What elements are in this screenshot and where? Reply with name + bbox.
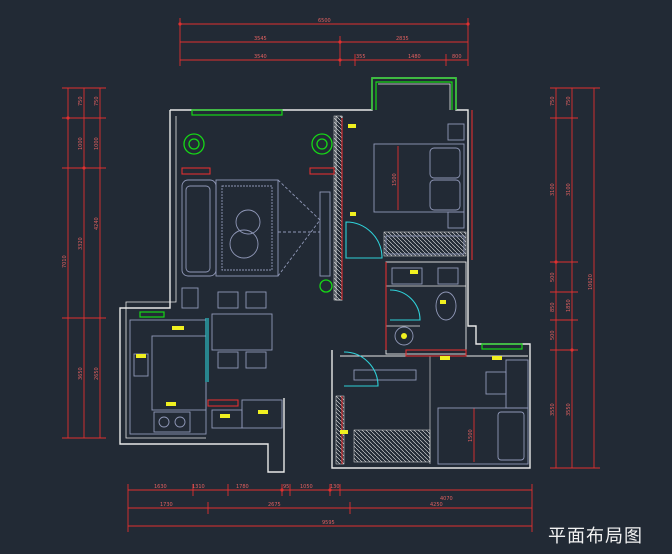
dim-bottom-total: 9595 (322, 520, 335, 526)
dim-left-b3: 4240 (94, 217, 100, 230)
dim-left-a4: 3650 (78, 367, 84, 380)
label-tags (136, 124, 502, 434)
dim-top-low-3: 1480 (408, 54, 421, 60)
plant-icons (183, 133, 333, 293)
plant-icon-3 (319, 279, 333, 293)
dim-top-low-1: 3540 (254, 54, 267, 60)
plant-icon-1 (183, 133, 205, 155)
dim-bottom-b: 1310 (192, 484, 205, 490)
dim-bottom-a: 1630 (154, 484, 167, 490)
dim-right-a1: 750 (550, 96, 556, 106)
dim-bottom2-2: 2675 (268, 502, 281, 508)
dim-left-a2: 1000 (78, 137, 84, 150)
dim-top-low-4: 800 (452, 54, 462, 60)
dim-left-b1: 750 (94, 96, 100, 106)
dim-right-b2: 3100 (566, 183, 572, 196)
dimension-text-vertical: 7010 750 1000 3320 3650 750 1000 4240 26… (62, 96, 594, 442)
dim-right-outer: 10620 (588, 274, 594, 290)
furniture-layer (129, 123, 529, 465)
hatched-walls (333, 115, 467, 465)
dim-top-low-2: 355 (356, 54, 366, 60)
dim-right-a6: 3550 (550, 403, 556, 416)
dim-bottom-c: 1780 (236, 484, 249, 490)
dimension-ticks (66, 22, 574, 492)
dim-top-total: 6500 (318, 18, 331, 24)
dim-top-mid-2: 2835 (396, 36, 409, 42)
dimension-layer (62, 18, 600, 532)
dim-left-b4: 2650 (94, 367, 100, 380)
dim-bottom-d: 95 (283, 484, 289, 490)
dim-bed-1: 1500 (392, 173, 398, 186)
door-layer (205, 221, 421, 387)
dim-right-a3: 500 (550, 272, 556, 282)
dim-top-mid-1: 3545 (254, 36, 267, 42)
dim-bed-2: 1500 (468, 429, 474, 442)
dim-left-b2: 1000 (94, 137, 100, 150)
dim-bottom2-1: 1730 (160, 502, 173, 508)
dim-right-a2: 3100 (550, 183, 556, 196)
dim-left-outer: 7010 (62, 255, 68, 268)
dim-bottom-e: 1050 (300, 484, 313, 490)
dim-right-b4: 3550 (566, 403, 572, 416)
dim-bottom-1: 4070 (440, 496, 453, 502)
dim-bottom2-3: 4250 (430, 502, 443, 508)
dim-right-b3: 1850 (566, 299, 572, 312)
dim-left-a1: 750 (78, 96, 84, 106)
red-wall-accents (181, 110, 473, 464)
plant-icon-2 (311, 133, 333, 155)
dim-left-a3: 3320 (78, 237, 84, 250)
dim-right-b1: 750 (566, 96, 572, 106)
dim-right-a5: 500 (550, 330, 556, 340)
wall-layer (119, 77, 531, 473)
dimension-text: 6500 3545 2835 3540 355 1480 800 4070 16… (154, 18, 462, 526)
dim-bottom-f: 130 (330, 484, 340, 490)
dim-right-a4: 850 (550, 302, 556, 312)
window-layer (139, 77, 523, 350)
plan-title: 平面布局图 (548, 526, 643, 547)
